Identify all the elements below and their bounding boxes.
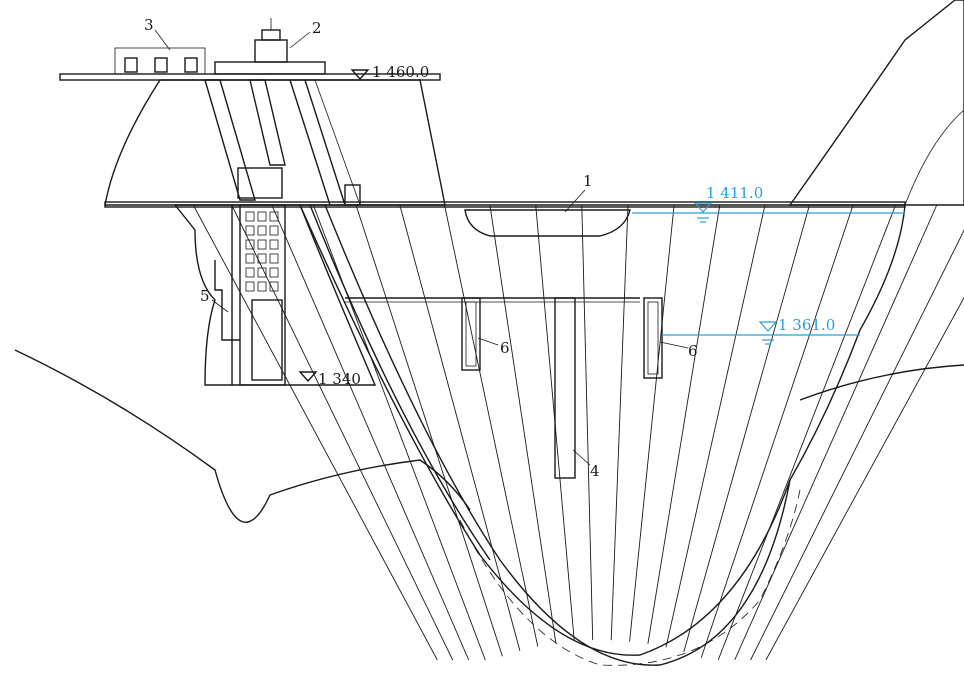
radial-joint (610, 204, 629, 641)
shaft-window (269, 253, 279, 264)
floor-elevation-marker (298, 371, 318, 383)
radial-joint (717, 204, 897, 661)
powerhouse-shaft (231, 167, 286, 386)
spillway-gates (464, 209, 631, 237)
radial-joint (647, 204, 721, 644)
crest-elevation-marker (350, 69, 370, 81)
label-4: 4 (590, 462, 600, 480)
shaft-window (257, 225, 267, 236)
radial-joint (683, 204, 810, 653)
shaft-window (269, 211, 279, 222)
radial-joint (355, 204, 503, 657)
elevation-crest: 1 460.0 (372, 63, 429, 81)
right-mountain (788, 0, 964, 206)
arch-dam-body (192, 204, 964, 666)
shaft-window (245, 225, 255, 236)
label-1: 1 (583, 172, 593, 190)
radial-joint (734, 204, 938, 661)
elevation-powerhouse-floor: 1 340 (318, 370, 361, 388)
radial-joint (271, 204, 470, 661)
spillway-deck (104, 201, 906, 208)
shaft-window (257, 281, 267, 292)
shaft-window (269, 239, 279, 250)
radial-joint (312, 204, 486, 661)
elevation-upper-water: 1 411.0 (706, 184, 763, 202)
label-3: 3 (144, 16, 154, 34)
radial-joint (192, 204, 438, 661)
left-abutment-lower (173, 204, 377, 386)
radial-joint (665, 204, 766, 648)
shaft-window (269, 225, 279, 236)
shaft-window (269, 267, 279, 278)
elevation-lower-water: 1 361.0 (778, 316, 835, 334)
tunnel-5 (214, 260, 240, 341)
penstocks (204, 79, 361, 206)
label-5: 5 (200, 287, 210, 305)
radial-joint (700, 204, 854, 658)
radial-joint (750, 229, 964, 661)
radial-joint (231, 204, 454, 661)
label-6-left: 6 (500, 339, 510, 357)
shaft-window (245, 211, 255, 222)
hoist-house (214, 18, 326, 75)
radial-joint (444, 204, 539, 647)
water-level-1361 (662, 321, 860, 345)
shaft-window (245, 239, 255, 250)
shaft-window (245, 253, 255, 264)
ground-profile-right (799, 364, 964, 401)
radial-joint (489, 204, 557, 644)
left-abutment-upper (104, 79, 446, 206)
water-level-1411 (632, 202, 905, 223)
well-6-left (461, 297, 481, 371)
radial-joints (192, 204, 964, 661)
shaft-window (269, 281, 279, 292)
shaft-window (257, 267, 267, 278)
shaft-window (257, 253, 267, 264)
shaft-window (257, 211, 267, 222)
label-2: 2 (312, 19, 322, 37)
label-6-right: 6 (688, 342, 698, 360)
well-6-right (643, 297, 663, 379)
radial-joint (399, 204, 521, 652)
gantry-crane (114, 47, 206, 75)
radial-joint (765, 296, 964, 661)
ground-profile-lower (14, 349, 471, 523)
radial-joint (629, 204, 675, 642)
radial-joint (581, 204, 594, 641)
gallery-tower-4 (554, 297, 576, 479)
shaft-window (245, 281, 255, 292)
outlet-portal (344, 184, 361, 206)
leader-lines (154, 29, 689, 466)
shaft-window (257, 239, 267, 250)
shaft-window (245, 267, 255, 278)
